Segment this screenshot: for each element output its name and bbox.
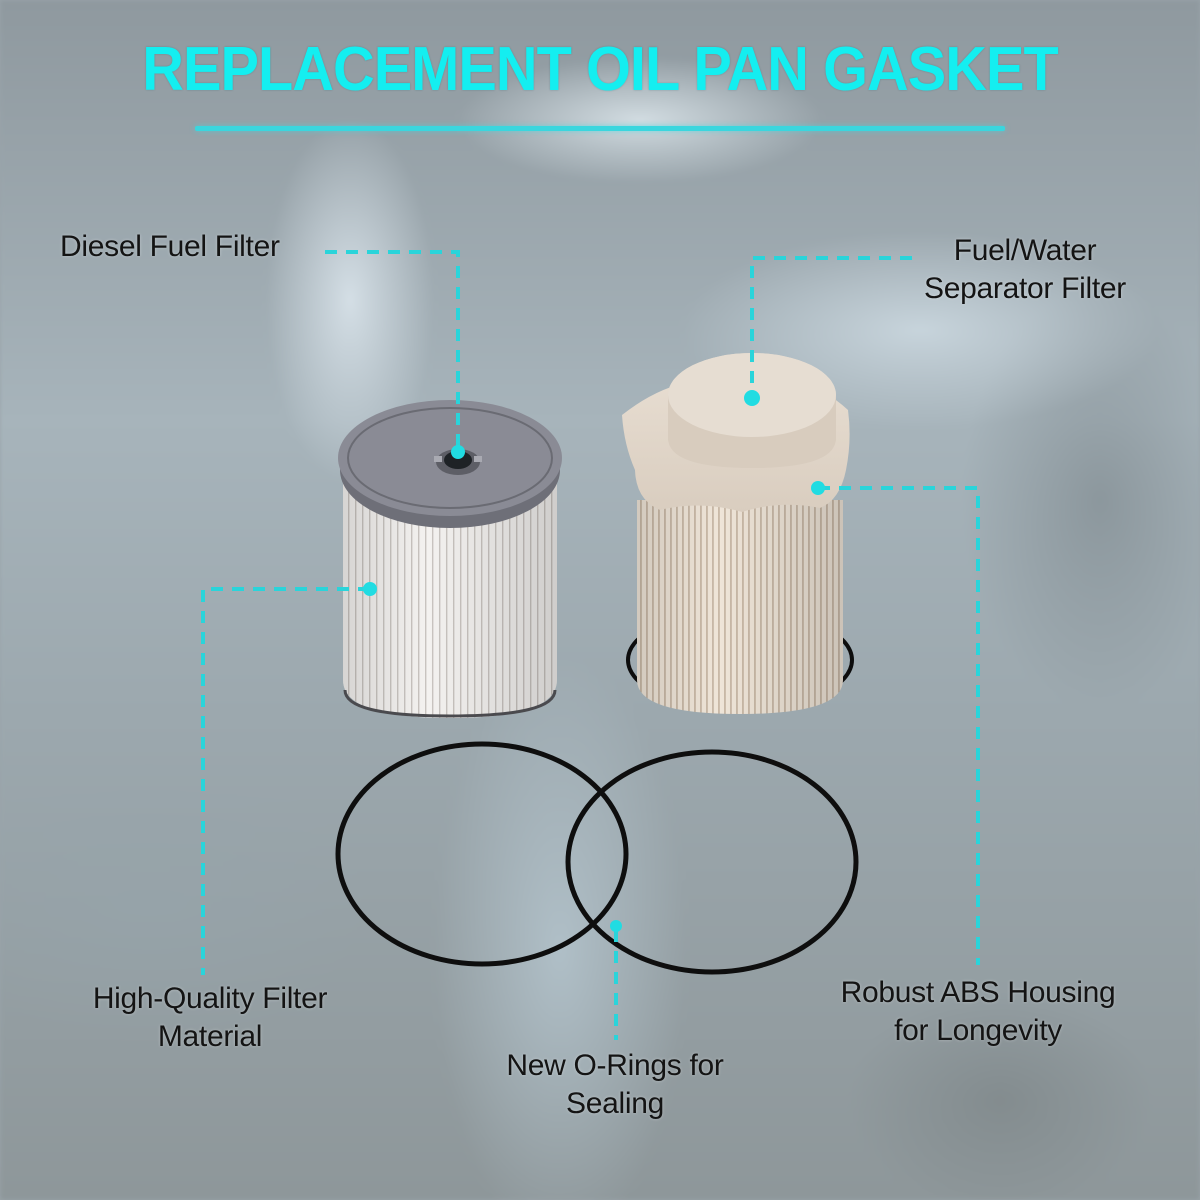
connector-filter-material xyxy=(201,582,377,975)
page-title: REPLACEMENT OIL PAN GASKET xyxy=(142,35,1058,104)
title-underline xyxy=(195,126,1005,131)
diesel-fuel-filter xyxy=(338,400,562,718)
callout-o-rings: New O-Rings for Sealing xyxy=(506,1049,724,1120)
connector-o-rings xyxy=(610,920,622,1040)
fuel-water-separator-filter xyxy=(622,353,854,714)
callout-diesel-fuel-filter: Diesel Fuel Filter xyxy=(60,230,280,263)
connector-abs-housing xyxy=(811,481,980,965)
o-rings xyxy=(335,741,859,975)
callout-filter-material: High-Quality Filter Material xyxy=(92,982,328,1053)
connector-fuel-water-separator xyxy=(744,256,912,406)
callout-abs-housing: Robust ABS Housing for Longevity xyxy=(840,976,1116,1047)
connector-diesel-fuel-filter xyxy=(325,250,465,459)
callout-fuel-water-separator: Fuel/Water Separator Filter xyxy=(924,234,1126,305)
